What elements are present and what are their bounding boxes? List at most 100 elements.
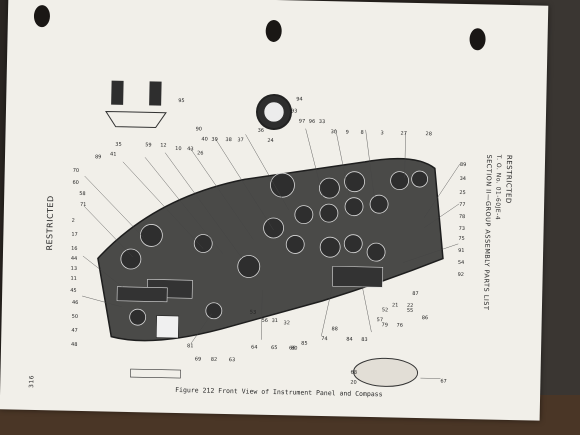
gauge-2 — [120, 248, 142, 270]
gauge-9 — [319, 203, 339, 223]
callout-number: 89 — [459, 161, 467, 169]
bracket-base — [105, 110, 167, 129]
callout-number: 11 — [70, 275, 77, 282]
callout-number: 66 — [288, 345, 296, 352]
gauge-19 — [129, 308, 147, 326]
callout-number: 53 — [249, 309, 257, 316]
leader-line — [261, 289, 263, 340]
gauge-10 — [344, 197, 364, 217]
callout-number: 74 — [321, 336, 328, 343]
gauge-6 — [294, 205, 314, 225]
callout-number: 10 — [175, 145, 182, 153]
callout-number: 48 — [71, 341, 78, 348]
callout-number: 44 — [70, 255, 78, 262]
callout-number: 39 — [211, 136, 218, 143]
leader-line — [362, 286, 372, 333]
gauge-12 — [390, 171, 409, 191]
callout-number: 57 — [376, 317, 384, 324]
leader-line — [423, 163, 461, 219]
callout-number: 70 — [72, 167, 80, 174]
gauge-17 — [285, 235, 305, 254]
callout-number: 43 — [187, 146, 194, 153]
switch-bank-3 — [332, 265, 384, 288]
callout-number: 50 — [71, 313, 79, 320]
leader-line — [404, 132, 406, 178]
callout-number: 73 — [458, 225, 466, 233]
callout-number: 97 — [298, 118, 306, 125]
gauge-14 — [319, 236, 341, 258]
callout-number: 36 — [257, 127, 265, 134]
callout-number: 92 — [457, 271, 465, 278]
gauge-5 — [263, 217, 284, 239]
bracket-left — [111, 80, 124, 105]
leader-lines — [82, 128, 461, 379]
leader-line — [215, 138, 274, 231]
leader-line — [122, 161, 204, 249]
callout-number: 32 — [283, 320, 291, 327]
gauge-18 — [205, 302, 223, 320]
callout-number: 21 — [391, 302, 399, 309]
callout-number: 78 — [458, 213, 466, 221]
callout-number: 17 — [71, 231, 78, 238]
gauge-1 — [139, 224, 163, 247]
callout-number: 25 — [459, 189, 466, 197]
callout-number: 27 — [400, 130, 408, 137]
callout-number: 2 — [71, 217, 75, 224]
callout-number: 90 — [195, 126, 203, 133]
callout-number: 93 — [290, 108, 298, 115]
leader-line — [305, 128, 325, 202]
callout-number: 95 — [178, 97, 185, 105]
callout-number: 86 — [421, 315, 429, 322]
compass-face — [263, 101, 285, 123]
callout-number: 3 — [380, 130, 384, 137]
callout-number: 81 — [187, 343, 194, 350]
gauge-3 — [193, 234, 213, 253]
leader-line — [83, 205, 134, 258]
gauge-16 — [366, 242, 386, 262]
switch-bank-2 — [116, 286, 168, 303]
callout-number: 88 — [331, 326, 338, 333]
callout-number: 84 — [346, 336, 353, 343]
leader-line — [190, 313, 212, 344]
callout-number: 45 — [70, 287, 77, 294]
callout-number: 91 — [458, 247, 465, 254]
callout-number: 67 — [440, 378, 447, 385]
callout-number: 26 — [197, 150, 204, 157]
callout-number: 83 — [361, 336, 368, 343]
leader-line — [82, 295, 122, 308]
callout-number: 24 — [267, 137, 274, 144]
callout-number: 22 — [406, 302, 414, 309]
leader-line — [82, 255, 123, 287]
callout-number: 47 — [71, 327, 78, 334]
callout-number: 34 — [459, 175, 467, 183]
gauge-7 — [319, 177, 340, 199]
callout-number: 82 — [210, 356, 218, 363]
gauge-13 — [411, 170, 429, 188]
leader-line — [144, 157, 224, 255]
instrument-panel-drawing — [82, 80, 461, 387]
leader-line — [365, 129, 375, 198]
callout-number: 12 — [160, 142, 167, 149]
leader-line — [84, 175, 144, 238]
leader-line — [190, 148, 254, 240]
callout-number: 85 — [301, 340, 308, 347]
callout-number: 35 — [115, 141, 122, 148]
callout-number: 69 — [194, 356, 202, 363]
callout-number: 28 — [425, 131, 433, 138]
leader-line — [245, 134, 290, 211]
leader-line — [402, 243, 459, 263]
leader-line — [321, 286, 333, 337]
leader-line — [164, 152, 244, 260]
callout-number: 40 — [201, 136, 208, 143]
callout-number: 96 — [308, 118, 316, 125]
callout-number: 56 — [261, 317, 269, 324]
callout-number: 63 — [228, 357, 236, 364]
gauge-8 — [344, 171, 365, 193]
callout-number: 64 — [250, 344, 258, 351]
callout-number: 75 — [458, 235, 465, 243]
leader-line — [335, 129, 350, 197]
callout-number: 41 — [110, 151, 117, 158]
callout-number: 46 — [71, 299, 79, 306]
callout-number: 33 — [318, 118, 326, 126]
